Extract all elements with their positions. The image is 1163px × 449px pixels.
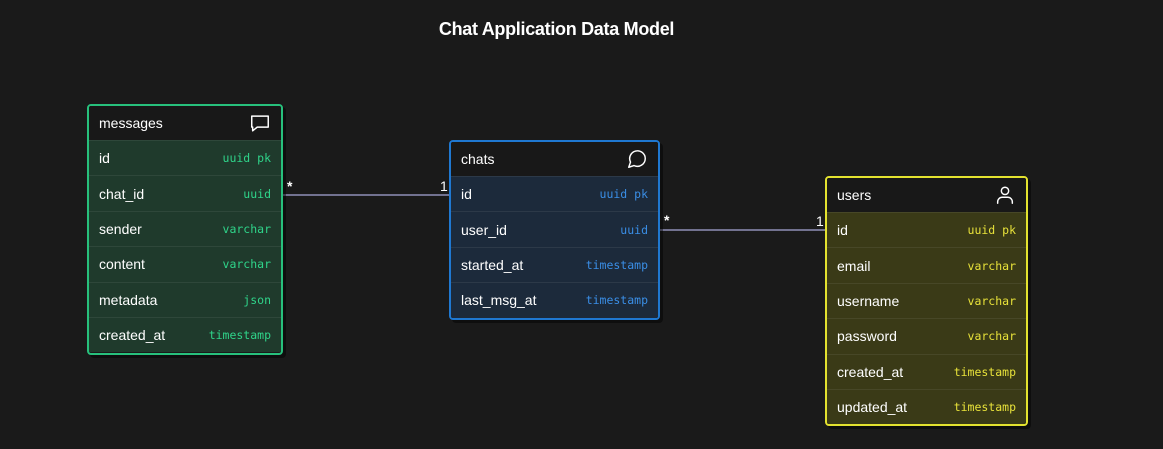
field-name: chat_id: [99, 185, 145, 202]
field-type: varchar: [222, 257, 271, 272]
field-row-created-at[interactable]: created_at timestamp: [89, 316, 281, 353]
entity-name: users: [837, 187, 872, 203]
entity-chats[interactable]: chats id uuid pk user_id uuid started_at…: [449, 140, 660, 320]
cardinality-many-chats: *: [664, 212, 670, 228]
field-row-sender[interactable]: sender varchar: [89, 210, 281, 247]
diagram-title: Chat Application Data Model: [438, 19, 675, 39]
entity-users[interactable]: users id uuid pk email varchar username …: [825, 176, 1028, 426]
field-row-created-at[interactable]: created_at timestamp: [827, 353, 1026, 389]
cardinality-one-chats: 1: [440, 178, 448, 194]
field-type: uuid pk: [599, 187, 648, 202]
cardinality-one-users: 1: [816, 213, 824, 229]
entity-messages[interactable]: messages id uuid pk chat_id uuid sender …: [87, 104, 283, 355]
field-name: password: [837, 328, 897, 345]
entity-header: users: [827, 178, 1026, 212]
field-type: uuid: [243, 186, 271, 201]
field-name: last_msg_at: [461, 292, 537, 309]
field-name: created_at: [99, 327, 166, 344]
field-row-chat-id[interactable]: chat_id uuid: [89, 175, 281, 211]
field-row-id[interactable]: id uuid pk: [827, 212, 1026, 248]
entity-header: messages: [89, 106, 281, 140]
field-name: username: [837, 292, 900, 309]
field-name: id: [837, 222, 848, 239]
field-type: varchar: [967, 329, 1016, 344]
field-type: varchar: [967, 258, 1016, 273]
field-name: email: [837, 257, 871, 274]
entity-header: chats: [451, 142, 658, 176]
field-name: created_at: [837, 363, 904, 380]
field-row-content[interactable]: content varchar: [89, 246, 281, 282]
field-type: json: [243, 292, 271, 307]
field-row-id[interactable]: id uuid pk: [451, 176, 658, 212]
field-name: started_at: [461, 256, 524, 273]
field-type: varchar: [222, 221, 271, 236]
field-type: timestamp: [953, 400, 1016, 415]
field-row-metadata[interactable]: metadata json: [89, 281, 281, 317]
field-name: sender: [99, 220, 142, 237]
message-square-icon: [249, 112, 271, 134]
field-name: updated_at: [837, 399, 908, 416]
field-row-updated-at[interactable]: updated_at timestamp: [827, 388, 1026, 424]
field-type: uuid pk: [222, 151, 271, 166]
field-type: uuid: [620, 222, 648, 237]
user-icon: [994, 184, 1016, 206]
entity-name: chats: [461, 151, 495, 167]
field-type: varchar: [967, 293, 1016, 308]
field-row-id[interactable]: id uuid pk: [89, 140, 281, 176]
field-row-password[interactable]: password varchar: [827, 318, 1026, 354]
field-type: timestamp: [585, 257, 648, 272]
field-row-last-msg-at[interactable]: last_msg_at timestamp: [451, 282, 658, 318]
field-name: user_id: [461, 221, 507, 238]
field-name: content: [99, 256, 145, 273]
field-row-started-at[interactable]: started_at timestamp: [451, 246, 658, 283]
entity-name: messages: [99, 115, 163, 131]
field-name: id: [461, 186, 472, 203]
field-type: timestamp: [953, 364, 1016, 379]
field-type: uuid pk: [967, 223, 1016, 238]
field-type: timestamp: [208, 328, 271, 343]
field-row-email[interactable]: email varchar: [827, 247, 1026, 283]
field-type: timestamp: [585, 293, 648, 308]
field-name: id: [99, 150, 110, 167]
field-name: metadata: [99, 291, 158, 308]
field-row-username[interactable]: username varchar: [827, 282, 1026, 319]
message-circle-icon: [626, 148, 648, 170]
field-row-user-id[interactable]: user_id uuid: [451, 211, 658, 247]
cardinality-many-messages: *: [287, 178, 293, 194]
